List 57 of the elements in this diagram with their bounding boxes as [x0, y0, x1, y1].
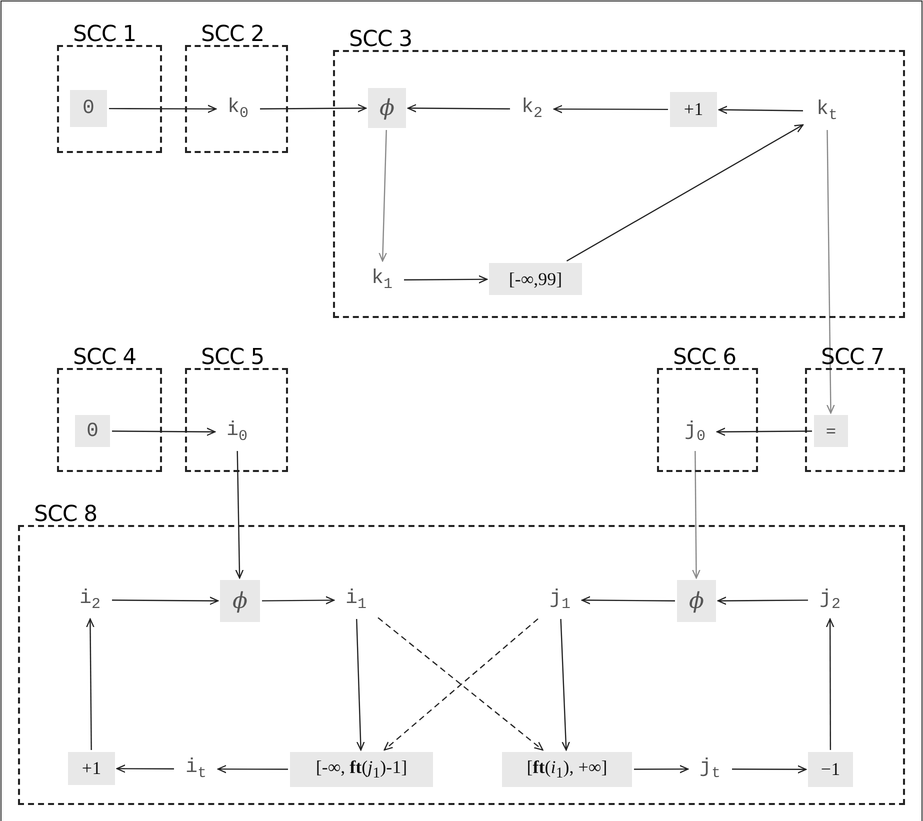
component-heading: SCC 8 — [34, 502, 98, 527]
arrow — [692, 451, 700, 579]
value-box: [-∞,99] — [489, 263, 582, 295]
component-heading: SCC 2 — [201, 22, 264, 47]
variable-label: j$_{1}$ — [540, 583, 580, 617]
variable-label: k$_{t}$ — [805, 94, 849, 128]
arrow — [378, 130, 387, 262]
arrow — [262, 596, 335, 604]
variable-label: j$_{2}$ — [810, 583, 850, 617]
arrow — [717, 596, 808, 605]
arrow — [86, 618, 94, 750]
arrow — [235, 450, 244, 579]
arrow — [217, 764, 288, 774]
value-box: +1 — [670, 92, 717, 127]
variable-label: j$_{t}$ — [690, 752, 730, 786]
phi-node: ϕ — [677, 580, 716, 622]
component-heading: SCC 4 — [73, 345, 136, 370]
arrow — [560, 618, 570, 751]
arrow — [581, 596, 675, 604]
arrow — [112, 428, 216, 436]
arrow — [634, 764, 689, 774]
value-box: [ft(i$_{1}$), +∞] — [502, 752, 632, 787]
value-box: 0 — [70, 90, 107, 127]
phi-node: ϕ — [220, 580, 260, 622]
arrow — [718, 106, 803, 114]
variable-label: i$_{0}$ — [217, 415, 257, 449]
component-heading: SCC 3 — [349, 27, 412, 52]
variable-label: i$_{1}$ — [336, 583, 376, 617]
arrow — [826, 618, 834, 750]
arrow — [553, 104, 668, 114]
variable-label: k$_{1}$ — [362, 263, 402, 297]
variable-label: i$_{2}$ — [70, 583, 110, 617]
variable-label: k$_{0}$ — [218, 92, 258, 126]
arrow — [260, 104, 367, 112]
variable-label: j$_{0}$ — [675, 415, 715, 449]
component-heading: SCC 7 — [821, 345, 884, 370]
component-heading: SCC 1 — [73, 22, 136, 47]
arrow — [566, 124, 804, 262]
arrow — [356, 618, 365, 751]
variable-label: i$_{t}$ — [176, 752, 216, 786]
phi-node: ϕ — [368, 88, 406, 128]
value-box: [-∞, ft(j$_{1}$)-1] — [290, 752, 433, 787]
arrow — [716, 428, 812, 436]
arrow — [109, 104, 217, 114]
arrow — [404, 275, 488, 284]
arrow — [112, 596, 219, 605]
value-box: −1 — [808, 752, 853, 787]
value-box: 0 — [75, 415, 110, 447]
value-box: +1 — [68, 752, 115, 785]
arrow — [407, 104, 510, 112]
arrow — [116, 764, 174, 773]
value-box: = — [814, 415, 848, 447]
arrow — [732, 765, 807, 774]
component-heading: SCC 6 — [673, 345, 736, 370]
arrow — [826, 130, 835, 414]
variable-label: k$_{2}$ — [512, 92, 552, 126]
component-heading: SCC 5 — [201, 345, 264, 370]
